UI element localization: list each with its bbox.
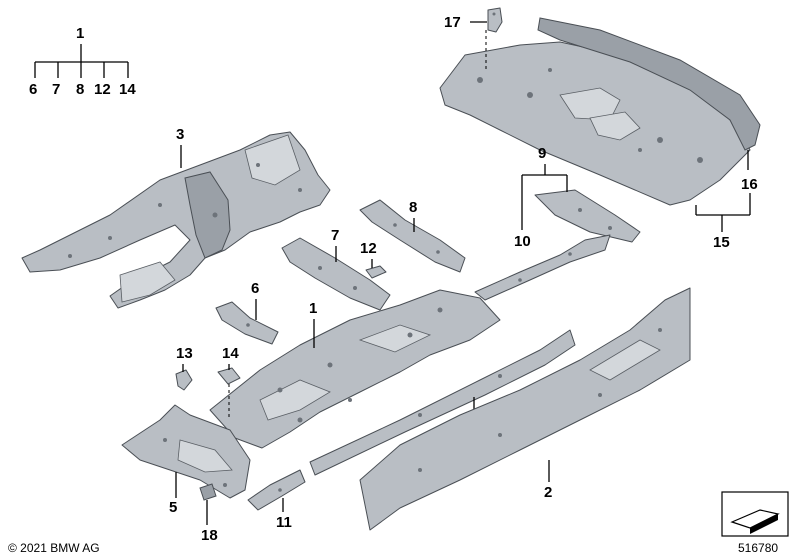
part-2-side-sill <box>359 287 691 531</box>
diagram-number: 516780 <box>738 541 778 555</box>
legend-child-number: 14 <box>119 81 136 98</box>
callout-13: 13 <box>176 345 193 362</box>
part-4-inner-sill <box>309 329 576 476</box>
callout-6: 6 <box>251 280 259 297</box>
callout-5: 5 <box>169 499 177 516</box>
callout-18: 18 <box>201 527 218 544</box>
callout-9: 9 <box>538 145 546 162</box>
part-9-rear-bracket <box>534 189 641 243</box>
part-3-front-frame <box>21 131 331 309</box>
callout-15: 15 <box>713 234 730 251</box>
part-12-small-bracket <box>365 265 387 279</box>
legend-root-number: 1 <box>76 25 84 42</box>
callout-16: 16 <box>741 176 758 193</box>
part-1-floor-panel <box>209 289 501 449</box>
part-13-clip <box>175 369 193 391</box>
part-10-cross-member <box>474 234 611 301</box>
callout-1: 1 <box>309 300 317 317</box>
callout-8: 8 <box>409 199 417 216</box>
legend-child-number: 7 <box>52 81 60 98</box>
legend-child-number: 12 <box>94 81 111 98</box>
callout-14: 14 <box>222 345 239 362</box>
part-11-small-rail <box>247 469 306 511</box>
callout-11: 11 <box>276 514 292 531</box>
diagram-reference-symbol <box>721 491 789 537</box>
part-7-tunnel-bracket <box>281 237 391 311</box>
callout-10: 10 <box>514 233 531 250</box>
part-16-rear-panel <box>439 17 761 206</box>
part-6-bracket <box>215 301 279 345</box>
legend-child-number: 6 <box>29 81 37 98</box>
legend-child-number: 8 <box>76 81 84 98</box>
copyright-text: © 2021 BMW AG <box>8 541 100 555</box>
part-8-seat-member <box>359 199 466 273</box>
callout-2: 2 <box>544 484 552 501</box>
part-14-clip <box>217 367 241 385</box>
legend-tree: 1 6 7 8 12 14 <box>29 25 136 98</box>
callout-3: 3 <box>176 126 184 143</box>
part-5-bracket-assembly <box>121 404 251 499</box>
part-18-block <box>199 483 217 501</box>
callout-12: 12 <box>360 240 377 257</box>
callout-17: 17 <box>444 14 461 31</box>
part-17-bracket <box>487 7 503 33</box>
callout-7: 7 <box>331 227 339 244</box>
